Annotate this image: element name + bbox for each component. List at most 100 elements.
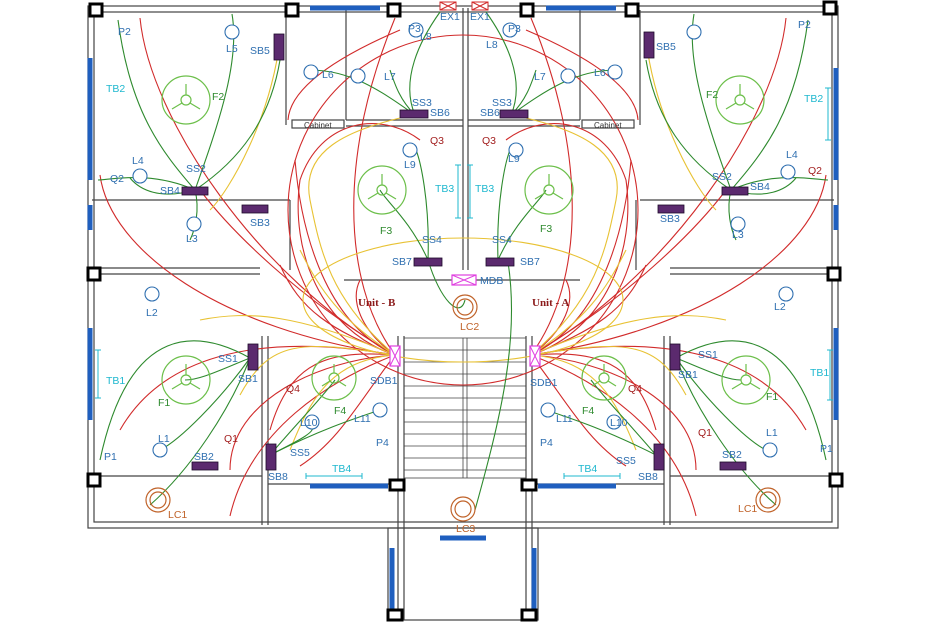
label-sb4: SB4 xyxy=(750,181,770,193)
label-ex1-right: EX1 xyxy=(470,11,490,23)
label-q3: Q3 xyxy=(482,135,496,147)
label-l11: L11 xyxy=(354,413,371,425)
label-tb4: TB4 xyxy=(578,463,597,475)
label-ss1: SS1 xyxy=(218,353,238,365)
label-p4: P4 xyxy=(376,437,389,449)
switch-board xyxy=(399,109,429,119)
lamp-icon xyxy=(224,24,240,40)
switch-board xyxy=(273,33,285,61)
lamp-icon xyxy=(144,286,160,302)
label-sb1: SB1 xyxy=(678,369,698,381)
label-sb8: SB8 xyxy=(268,471,288,483)
label-tb1: TB1 xyxy=(106,375,125,387)
fan-icon xyxy=(357,165,407,215)
label-l8: L8 xyxy=(486,39,498,51)
label-p2: P2 xyxy=(118,26,131,38)
unit-b-labels: P2 L5 SB5 L6 L7 P3 L8 SS3 SB6 TB2 F2 Cab… xyxy=(104,23,454,521)
column xyxy=(86,266,102,282)
label-lc3: LC3 xyxy=(456,523,475,535)
switch-board xyxy=(191,461,219,471)
label-l6: L6 xyxy=(594,67,606,79)
stair-outline xyxy=(403,337,527,479)
windows xyxy=(87,5,839,610)
lamp-icon xyxy=(762,442,778,458)
label-l7: L7 xyxy=(534,71,546,83)
fan-icon xyxy=(581,355,627,401)
label-l8: L8 xyxy=(420,31,432,43)
label-ss4: SS4 xyxy=(422,234,442,246)
large-light-icon xyxy=(145,487,171,513)
lamps xyxy=(132,22,796,458)
label-ss2: SS2 xyxy=(186,163,206,175)
label-q4: Q4 xyxy=(628,383,642,395)
lamp-icon xyxy=(780,164,796,180)
lamp-icon xyxy=(607,64,623,80)
switch-board xyxy=(669,343,681,371)
switch-board xyxy=(721,186,749,196)
label-p1: P1 xyxy=(820,443,833,455)
label-l1: L1 xyxy=(158,433,170,445)
label-f2: F2 xyxy=(212,91,224,103)
label-f3: F3 xyxy=(380,225,392,237)
unit-b-title: Unit - B xyxy=(358,297,396,309)
label-f1: F1 xyxy=(766,391,778,403)
lamp-icon xyxy=(186,216,202,232)
label-ss2: SS2 xyxy=(712,171,732,183)
label-tb2: TB2 xyxy=(804,93,823,105)
switch-board xyxy=(247,343,259,371)
large-light-icon xyxy=(452,294,478,320)
label-l6: L6 xyxy=(322,69,334,81)
distribution-boards xyxy=(389,1,541,367)
label-tb1: TB1 xyxy=(810,367,829,379)
label-q1: Q1 xyxy=(698,427,712,439)
label-sb5: SB5 xyxy=(656,41,676,53)
lamp-icon xyxy=(606,414,622,430)
label-l5: L5 xyxy=(226,43,238,55)
switch-board xyxy=(413,257,443,267)
label-q2: Q2 xyxy=(110,173,124,185)
label-ss3: SS3 xyxy=(492,97,512,109)
large-light-icon xyxy=(755,487,781,513)
large-light-icon xyxy=(149,491,167,509)
lamp-icon xyxy=(350,68,366,84)
label-l11: L11 xyxy=(556,413,573,425)
label-p1: P1 xyxy=(104,451,117,463)
label-tb2: TB2 xyxy=(106,83,125,95)
large-light-icon xyxy=(454,500,472,518)
label-l2: L2 xyxy=(774,301,786,313)
label-tb4: TB4 xyxy=(332,463,351,475)
switch-board xyxy=(653,443,665,471)
label-lc2: LC2 xyxy=(460,321,479,333)
label-q1: Q1 xyxy=(224,433,238,445)
label-l4: L4 xyxy=(132,155,144,167)
column xyxy=(88,2,104,18)
switch-wiring xyxy=(199,39,727,451)
column xyxy=(624,2,640,18)
lamp-icon xyxy=(408,22,424,38)
lamp-icon xyxy=(560,68,576,84)
label-sb6: SB6 xyxy=(430,107,450,119)
label-q2: Q2 xyxy=(808,165,822,177)
label-l3: L3 xyxy=(186,233,198,245)
lamp-icon xyxy=(372,402,388,418)
label-f2: F2 xyxy=(706,89,718,101)
label-sb6: SB6 xyxy=(480,107,500,119)
unit-a-labels: P2 SB5 L6 L7 P3 L8 SS3 SB6 F2 TB2 Cabine… xyxy=(475,19,833,515)
fan-icon xyxy=(161,75,211,125)
cabinet-b xyxy=(291,119,345,129)
column xyxy=(86,472,102,488)
lamp-icon xyxy=(304,414,320,430)
switch-board xyxy=(719,461,747,471)
large-light-icon xyxy=(450,496,476,522)
staircase xyxy=(403,337,527,479)
ceiling-lights xyxy=(145,294,781,522)
unit-a-title: Unit - A xyxy=(532,297,569,309)
label-l10: L10 xyxy=(610,417,628,429)
label-ss5: SS5 xyxy=(290,447,310,459)
label-cabinet: Cabinet xyxy=(594,121,622,130)
fan-icon xyxy=(311,355,357,401)
label-tb3: TB3 xyxy=(435,183,454,195)
label-p3: P3 xyxy=(408,23,421,35)
column xyxy=(284,2,300,18)
label-lc1: LC1 xyxy=(738,503,757,515)
